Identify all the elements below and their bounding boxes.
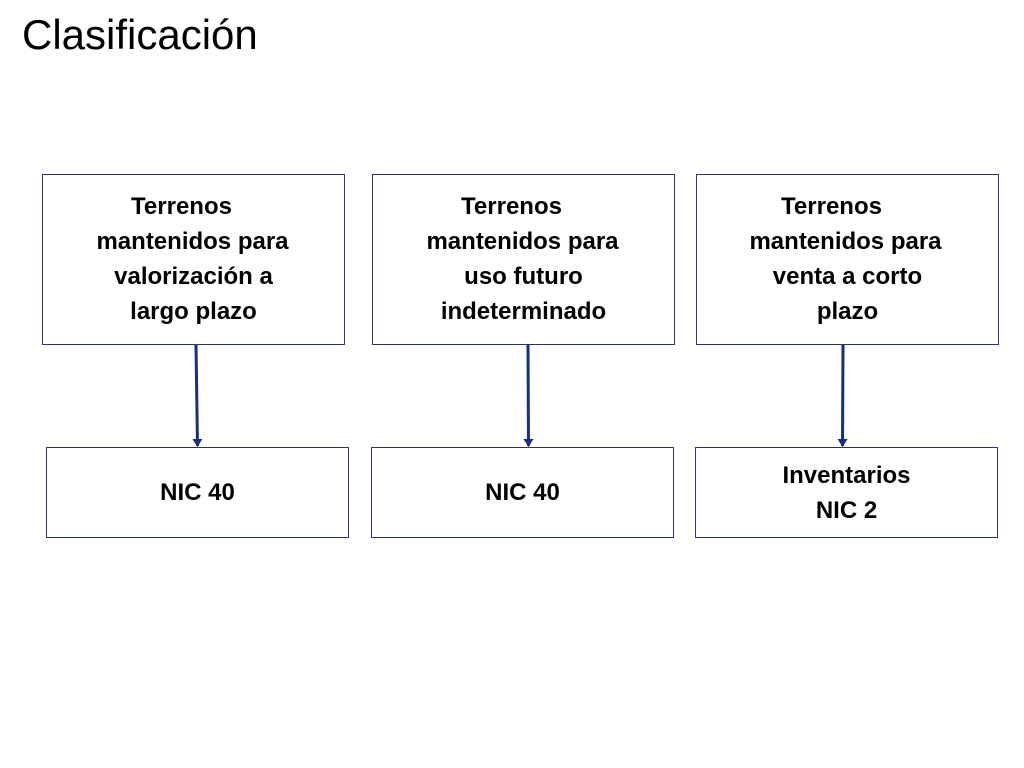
- source-box-uso-futuro: Terrenos mantenidos para uso futuro inde…: [372, 174, 675, 345]
- target-box-nic40-b: NIC 40: [371, 447, 674, 538]
- source-box-line: largo plazo: [130, 297, 257, 325]
- source-box-line: Terrenos: [781, 192, 882, 220]
- arrow-col2: [523, 344, 534, 447]
- source-box-line: indeterminado: [440, 297, 607, 325]
- source-box-line: mantenidos para: [749, 227, 942, 255]
- source-box-line: uso futuro: [464, 262, 583, 290]
- target-box-line: NIC 40: [160, 479, 235, 506]
- source-box-line: valorización a: [114, 262, 273, 290]
- target-box-line: NIC 40: [485, 479, 560, 506]
- source-box-line: mantenidos para: [96, 227, 289, 255]
- target-box-line: Inventarios: [782, 461, 911, 489]
- target-box-nic40-a: NIC 40: [46, 447, 349, 538]
- arrow-col3: [837, 344, 848, 447]
- target-box-inventarios: Inventarios NIC 2: [695, 447, 998, 538]
- source-box-valorizacion: Terrenos mantenidos para valorización a …: [42, 174, 345, 345]
- source-box-line: plazo: [816, 297, 879, 325]
- source-box-line: Terrenos: [131, 192, 232, 220]
- arrow-col1: [192, 344, 203, 447]
- target-box-line: NIC 2: [815, 496, 878, 524]
- source-box-line: mantenidos para: [426, 227, 619, 255]
- source-box-line: Terrenos: [461, 192, 562, 220]
- source-box-venta-corto-plazo: Terrenos mantenidos para venta a corto p…: [696, 174, 999, 345]
- source-box-line: venta a corto: [772, 262, 923, 290]
- page-title: Clasificación: [22, 11, 258, 58]
